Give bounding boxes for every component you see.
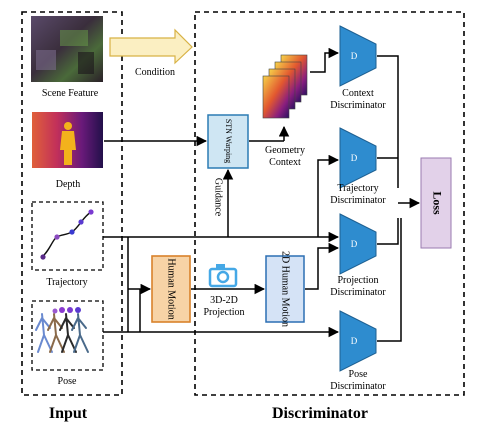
projection-disc-symbol: D bbox=[351, 239, 358, 249]
geometry-context-stack bbox=[262, 54, 308, 119]
trajectory-to-disc-arrow bbox=[317, 154, 340, 237]
trajectory-disc-label-line2: Discriminator bbox=[330, 195, 386, 206]
context-to-disc-arrow bbox=[310, 47, 340, 73]
pose-image bbox=[31, 300, 104, 371]
geometry-context-line1: Geometry bbox=[265, 145, 305, 156]
scene-feature-image bbox=[31, 16, 103, 82]
context-discriminator: D bbox=[339, 25, 377, 87]
depth-image bbox=[32, 112, 103, 168]
pose-label: Pose bbox=[58, 376, 77, 387]
context-disc-to-loss bbox=[377, 55, 399, 188]
scene-feature-label: Scene Feature bbox=[42, 88, 99, 99]
human-motion-box bbox=[151, 255, 191, 323]
projection-disc-to-loss bbox=[377, 218, 399, 245]
trajectory-disc-label-line1: Trajectory bbox=[337, 183, 378, 194]
trajectory-discriminator: D bbox=[339, 127, 377, 189]
context-disc-label-line1: Context bbox=[342, 88, 374, 99]
trajectory-disc-symbol: D bbox=[351, 153, 358, 163]
human-motion-2d-label: 2D Human Motion bbox=[280, 251, 291, 327]
trajectory-label: Trajectory bbox=[46, 277, 87, 288]
geometry-context-line2: Context bbox=[269, 157, 301, 168]
human-motion-label: Human Motion bbox=[166, 258, 177, 319]
pose-discriminator: D bbox=[339, 310, 377, 372]
human-motion-2d-box bbox=[265, 255, 305, 323]
pose-disc-to-loss bbox=[377, 218, 402, 342]
context-disc-symbol: D bbox=[351, 51, 358, 61]
trajectory-image bbox=[31, 201, 104, 271]
condition-label: Condition bbox=[135, 67, 175, 78]
loss-box bbox=[420, 157, 452, 249]
input-panel bbox=[21, 11, 123, 396]
guidance-label: Guidance bbox=[213, 178, 224, 217]
motion2d-to-projection-disc-arrow bbox=[305, 242, 340, 290]
projection-line2: Projection bbox=[203, 307, 244, 318]
context-disc-label-line2: Discriminator bbox=[330, 100, 386, 111]
projection-disc-label-line1: Projection bbox=[337, 275, 378, 286]
pose-disc-symbol: D bbox=[351, 336, 358, 346]
stn-warping-label: STN Warping bbox=[224, 119, 233, 163]
projection-line1: 3D-2D bbox=[210, 295, 238, 306]
depth-label: Depth bbox=[56, 179, 80, 190]
stn-warping-box bbox=[207, 114, 249, 169]
pose-disc-label-line2: Discriminator bbox=[330, 381, 386, 392]
discriminator-panel bbox=[194, 11, 465, 396]
pose-disc-label-line1: Pose bbox=[349, 369, 368, 380]
camera-icon bbox=[208, 264, 238, 288]
projection-disc-label-line2: Discriminator bbox=[330, 287, 386, 298]
loss-label: Loss bbox=[430, 191, 444, 215]
discriminator-panel-title: Discriminator bbox=[272, 405, 368, 422]
condition-arrow bbox=[109, 28, 193, 65]
projection-discriminator: D bbox=[339, 213, 377, 275]
input-panel-title: Input bbox=[49, 405, 88, 422]
